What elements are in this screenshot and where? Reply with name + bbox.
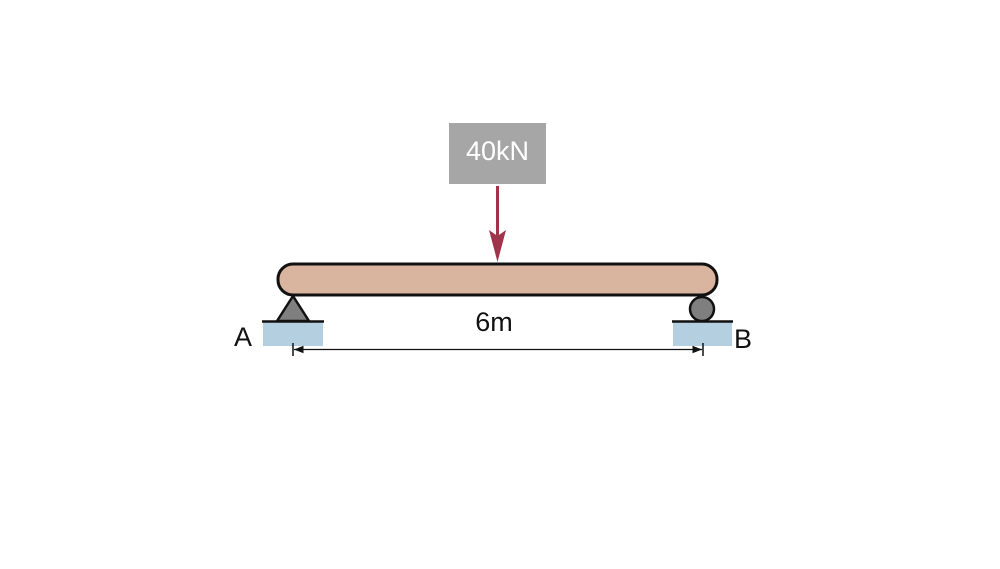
- pin-triangle: [275, 294, 311, 323]
- load-arrow: [489, 186, 506, 262]
- pin-support-a: [262, 294, 324, 346]
- support-label-b: B: [734, 324, 752, 354]
- beam: [276, 262, 719, 297]
- load-label: 40kN: [466, 136, 529, 166]
- roller-circle: [688, 295, 716, 323]
- roller-support-b: [672, 295, 733, 346]
- load-label-box: 40kN: [449, 123, 546, 184]
- span-dimension: [292, 343, 704, 356]
- ground-block-b: [673, 322, 732, 346]
- ground-block-a: [263, 322, 323, 346]
- support-label-a: A: [234, 322, 252, 352]
- span-label: 6m: [475, 307, 513, 337]
